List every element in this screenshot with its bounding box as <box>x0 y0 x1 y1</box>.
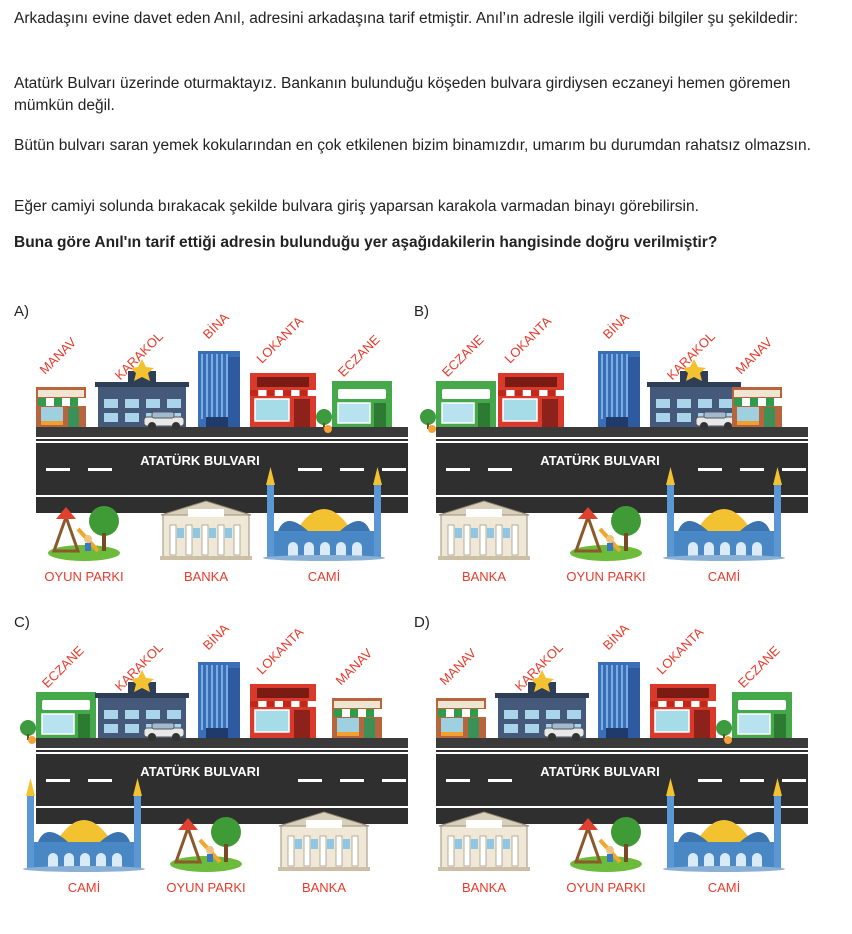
question-prompt: Buna göre Anıl'ın tarif ettiği adresin b… <box>14 234 718 251</box>
building-oyun-parki <box>570 506 642 561</box>
building-oyun-parki <box>48 506 120 561</box>
label-manav: MANAV <box>37 334 80 377</box>
label-lokanta: LOKANTA <box>253 624 306 677</box>
label-cami: CAMİ <box>68 880 101 895</box>
sidewalk <box>436 738 808 748</box>
building-manav <box>36 387 86 427</box>
question-paragraph-2: Atatürk Bulvarı üzerinde oturmaktayız. B… <box>14 75 791 114</box>
question-paragraph-3: Bütün bulvarı saran yemek kokularından e… <box>14 137 811 154</box>
building-karakol <box>495 670 589 741</box>
building-bina <box>198 662 240 738</box>
building-banka <box>160 500 252 560</box>
building-manav <box>332 698 382 738</box>
label-eczane: ECZANE <box>735 643 783 691</box>
building-cami <box>663 778 785 872</box>
building-banka <box>438 500 530 560</box>
label-manav: MANAV <box>733 334 776 377</box>
label-bina: BİNA <box>200 310 232 342</box>
question-paragraph-4: Eğer camiyi solunda bırakacak şekilde bu… <box>14 198 699 215</box>
building-karakol <box>95 359 189 430</box>
road-name: ATATÜRK BULVARI <box>140 453 259 468</box>
label-banka: BANKA <box>302 880 346 895</box>
building-lokanta <box>250 684 316 738</box>
label-banka: BANKA <box>462 880 506 895</box>
label-eczane: ECZANE <box>335 332 383 380</box>
option-letter: A) <box>14 303 29 320</box>
building-banka <box>438 811 530 871</box>
building-cami <box>23 778 145 872</box>
building-karakol <box>95 670 189 741</box>
label-oyun-parki: OYUN PARKI <box>566 569 645 584</box>
building-karakol <box>647 359 741 430</box>
building-lokanta <box>650 684 716 738</box>
label-oyun-parki: OYUN PARKI <box>166 880 245 895</box>
question-paragraph-1: Arkadaşını evine davet eden Anıl, adresi… <box>14 10 799 27</box>
sidewalk <box>436 427 808 437</box>
label-oyun-parki: OYUN PARKI <box>566 880 645 895</box>
building-eczane <box>316 381 392 433</box>
label-manav: MANAV <box>333 645 376 688</box>
label-eczane: ECZANE <box>439 332 487 380</box>
building-bina <box>598 351 640 427</box>
sidewalk <box>36 738 408 748</box>
building-cami <box>663 467 785 561</box>
building-oyun-parki <box>570 817 642 872</box>
label-eczane: ECZANE <box>39 643 87 691</box>
building-bina <box>198 351 240 427</box>
building-eczane <box>20 692 96 744</box>
label-bina: BİNA <box>600 310 632 342</box>
label-manav: MANAV <box>437 645 480 688</box>
label-oyun-parki: OYUN PARKI <box>44 569 123 584</box>
label-lokanta: LOKANTA <box>253 313 306 366</box>
building-eczane <box>420 381 496 433</box>
label-cami: CAMİ <box>308 569 341 584</box>
label-cami: CAMİ <box>708 569 741 584</box>
building-manav <box>732 387 782 427</box>
road-name: ATATÜRK BULVARI <box>540 453 659 468</box>
building-lokanta <box>498 373 564 427</box>
option-letter: B) <box>414 303 429 320</box>
road-name: ATATÜRK BULVARI <box>540 764 659 779</box>
building-eczane <box>716 692 792 744</box>
building-bina <box>598 662 640 738</box>
building-oyun-parki <box>170 817 242 872</box>
label-banka: BANKA <box>184 569 228 584</box>
option-letter: D) <box>414 614 430 631</box>
building-lokanta <box>250 373 316 427</box>
building-banka <box>278 811 370 871</box>
sidewalk <box>36 427 408 437</box>
option-letter: C) <box>14 614 30 631</box>
label-banka: BANKA <box>462 569 506 584</box>
label-cami: CAMİ <box>708 880 741 895</box>
label-bina: BİNA <box>200 621 232 653</box>
label-lokanta: LOKANTA <box>501 313 554 366</box>
road-name: ATATÜRK BULVARI <box>140 764 259 779</box>
building-cami <box>263 467 385 561</box>
building-manav <box>436 698 486 738</box>
label-bina: BİNA <box>600 621 632 653</box>
label-lokanta: LOKANTA <box>653 624 706 677</box>
